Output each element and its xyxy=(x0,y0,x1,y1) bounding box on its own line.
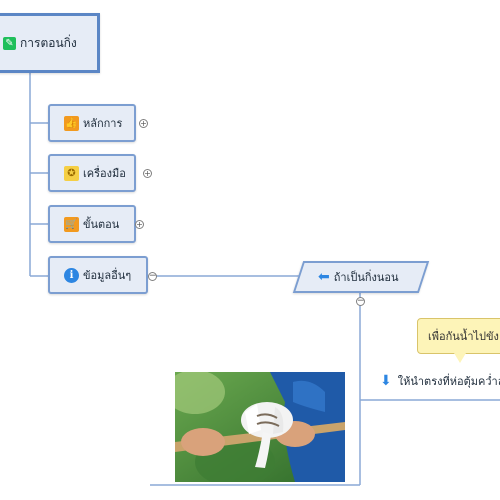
topic-label: ข้อมูลอื่นๆ xyxy=(83,269,132,282)
branch-wrapping-photo xyxy=(175,372,345,482)
arrow-left-icon: ⬅ xyxy=(318,269,330,285)
thumbs-up-icon: 👍 xyxy=(64,115,79,131)
collapse-branch-icon[interactable]: − xyxy=(356,296,365,306)
branch-node[interactable]: ⬅ ถ้าเป็นกิ่งนอน xyxy=(318,264,399,290)
expand-steps-icon[interactable]: + xyxy=(135,220,144,229)
callout-label: เพื่อกันน้ำไปขัง xyxy=(428,330,499,343)
topic-other-info[interactable]: i ข้อมูลอื่นๆ xyxy=(48,256,148,294)
topic-label: เครื่องมือ xyxy=(83,167,126,180)
expand-tools-icon[interactable]: + xyxy=(143,169,152,178)
topic-label: หลักการ xyxy=(83,117,123,130)
topic-label: ขั้นตอน xyxy=(83,218,120,231)
expand-principles-icon[interactable]: + xyxy=(139,119,148,128)
branch-node-label: ถ้าเป็นกิ่งนอน xyxy=(333,271,399,284)
subtopic-label: ให้นำตรงที่ห่อตุ้มคว่ำลง xyxy=(397,375,500,388)
root-node-label: การตอนกิ่ง xyxy=(20,35,77,50)
medal-icon: ✪ xyxy=(64,165,79,181)
collapse-other-info-icon[interactable]: − xyxy=(148,271,157,281)
subtopic-node[interactable]: ⬇ ให้นำตรงที่ห่อตุ้มคว่ำลง xyxy=(380,372,500,390)
info-icon: i xyxy=(64,267,79,283)
cart-icon: 🛒 xyxy=(64,216,79,232)
edit-icon: ✎ xyxy=(3,36,16,50)
callout-note[interactable]: เพื่อกันน้ำไปขัง xyxy=(417,318,500,354)
callout-tail xyxy=(454,353,466,363)
topic-tools[interactable]: ✪ เครื่องมือ xyxy=(48,154,136,192)
photo-illustration xyxy=(175,372,345,482)
topic-principles[interactable]: 👍 หลักการ xyxy=(48,104,136,142)
topic-steps[interactable]: 🛒 ขั้นตอน xyxy=(48,205,136,243)
root-node[interactable]: ✎ การตอนกิ่ง xyxy=(0,13,100,73)
arrow-down-icon: ⬇ xyxy=(380,373,392,389)
